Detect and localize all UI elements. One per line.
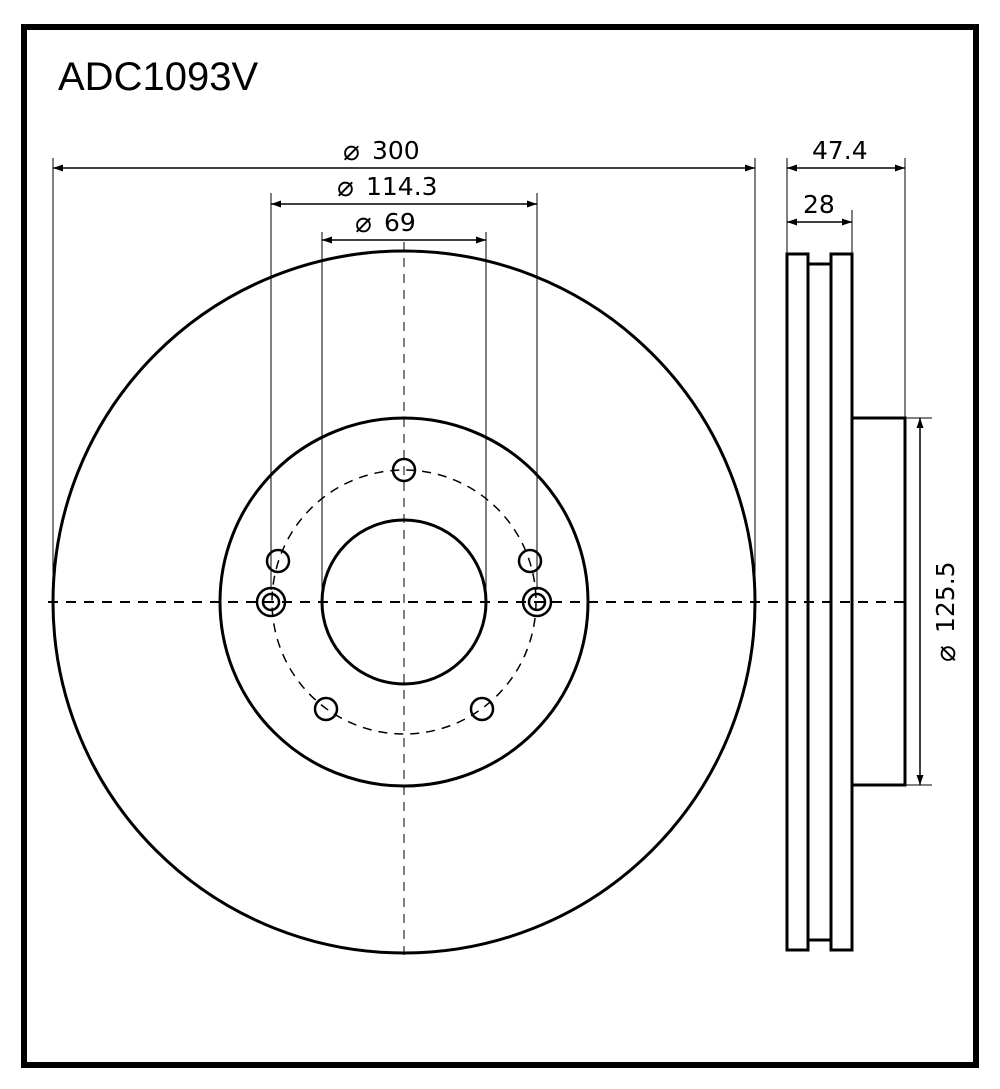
bolt-hole <box>265 548 291 574</box>
outer-diameter-symbol: ⌀ <box>343 134 360 167</box>
part-number-title: ADC1093V <box>58 55 258 99</box>
hat-diameter-symbol: ⌀ <box>929 645 962 662</box>
side-view <box>785 158 932 952</box>
outer-friction-plate <box>785 252 810 952</box>
drawing-border <box>21 24 979 1068</box>
outer-diameter-label: 300 <box>372 136 420 165</box>
thickness-label: 28 <box>803 190 835 219</box>
overall-height-label: 47.4 <box>812 136 868 165</box>
inner-friction-plate <box>829 252 854 952</box>
bolt-circle-label: 114.3 <box>366 172 438 201</box>
hat-diameter-annotation: ⌀ 125.5 <box>929 561 962 662</box>
bolt-circle-symbol: ⌀ <box>337 170 354 203</box>
front-view <box>48 158 905 962</box>
hat-diameter-label: 125.5 <box>931 561 960 633</box>
bolt-hole <box>313 696 339 722</box>
center-bore-symbol: ⌀ <box>355 206 372 239</box>
hat-section <box>852 416 907 787</box>
bolt-hole <box>517 548 543 574</box>
bolt-hole <box>469 696 495 722</box>
center-bore-label: 69 <box>384 208 416 237</box>
